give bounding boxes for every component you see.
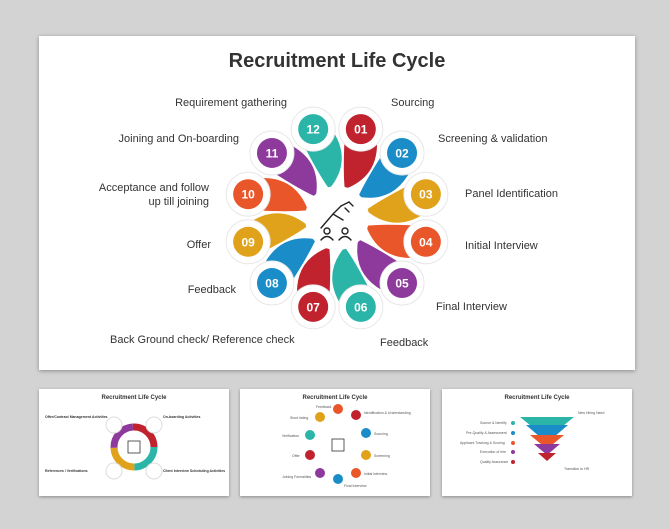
label-acceptance: Acceptance and follow up till joining [98, 182, 209, 208]
step-badge-11[interactable]: 11 [256, 137, 287, 168]
step-number: 07 [307, 300, 321, 314]
thumb-title: Recruitment Life Cycle [504, 395, 570, 401]
step-number: 06 [354, 300, 368, 314]
label-screening: Screening & validation [438, 133, 548, 145]
thumb3-item-6: Quality Assurance [480, 460, 509, 464]
step-number: 04 [419, 235, 433, 249]
step-circle [345, 291, 376, 322]
step-badge-08[interactable]: 08 [256, 268, 287, 299]
step-circle [256, 137, 287, 168]
step-number: 11 [266, 146, 279, 160]
step-badge-04[interactable]: 04 [410, 226, 441, 257]
life-cycle-wheel: 01 02 03 04 05 06 07 08 09 10 11 12 [225, 106, 449, 330]
label-initial-interview: Initial Interview [465, 240, 538, 252]
thumb2-item-8: Initial Interview [364, 472, 388, 476]
thumb3-item-3: Pre-Qualify & Assessment [466, 431, 507, 435]
step-circle [298, 291, 329, 322]
step-number: 09 [241, 235, 255, 249]
label-offer: Offer [186, 239, 211, 251]
slide-thumbnail-2[interactable]: Recruitment Life Cycle Feedback Identifi… [240, 389, 430, 496]
step-badge-09[interactable]: 09 [233, 226, 264, 257]
thumb2-item-4: Sourcing [374, 432, 388, 436]
label-final-interview: Final Interview [436, 301, 507, 313]
thumb-title: Recruitment Life Cycle [302, 395, 368, 401]
label-joining: Joining and On-boarding [118, 133, 239, 145]
step-badge-07[interactable]: 07 [298, 291, 329, 322]
step-badge-12[interactable]: 12 [298, 114, 329, 145]
step-circle [387, 137, 418, 168]
step-badge-05[interactable]: 05 [387, 268, 418, 299]
step-badge-10[interactable]: 10 [233, 179, 264, 210]
center-circle [305, 186, 369, 250]
thumb3-item-4: Applicant Tracking & Scoring [460, 441, 505, 445]
step-circle [345, 114, 376, 145]
thumb3-item-2: Source & Identify [480, 421, 507, 425]
label-panel-identification: Panel Identification [465, 188, 558, 200]
thumb2-item-1: Feedback [316, 405, 332, 409]
thumb3-item-5: Execution of hire [480, 450, 507, 454]
step-circle [233, 226, 264, 257]
step-number: 08 [265, 277, 279, 291]
step-circle [410, 179, 441, 210]
step-badge-02[interactable]: 02 [387, 137, 418, 168]
slide-thumbnail-3[interactable]: Recruitment Life Cycle New Hiring Need S… [442, 389, 632, 496]
thumb3-item-1: New Hiring Need [578, 411, 605, 415]
thumb-circle-graphic [305, 404, 371, 484]
label-requirement: Requirement gathering [175, 97, 287, 109]
label-feedback-06: Feedback [380, 337, 429, 349]
slide-title: Recruitment Life Cycle [228, 50, 446, 72]
thumb1-item-3: References / Verifications [45, 469, 88, 473]
thumb-title: Recruitment Life Cycle [101, 395, 167, 401]
thumb2-item-3: Short listing [290, 416, 309, 420]
step-badge-01[interactable]: 01 [345, 114, 376, 145]
thumb1-item-4: Client Interview Scheduling Activities [163, 469, 226, 473]
step-number: 05 [395, 277, 409, 291]
thumb2-item-9: Joining Formalities [282, 475, 312, 479]
step-badge-03[interactable]: 03 [410, 179, 441, 210]
step-number: 02 [395, 146, 409, 160]
thumb-cycle-graphic [105, 416, 163, 480]
recruiter-handshake-icon [320, 201, 354, 241]
thumb2-item-6: Screening [374, 454, 390, 458]
step-number: 10 [241, 188, 255, 202]
thumb2-item-10: Final Interview [344, 484, 367, 488]
thumb1-item-2: On-boarding Activities [163, 415, 201, 419]
thumb2-item-5: Verification [282, 434, 300, 438]
step-badge-06[interactable]: 06 [345, 291, 376, 322]
thumb-funnel-graphic [511, 417, 574, 464]
label-sourcing: Sourcing [391, 97, 435, 109]
thumb1-item-1: Offer/Contract Management Activities [45, 415, 108, 419]
step-circle [256, 268, 287, 299]
step-circle [387, 268, 418, 299]
step-circle [233, 179, 264, 210]
step-circle [410, 226, 441, 257]
label-feedback-08: Feedback [187, 284, 236, 296]
thumb2-item-2: Identification & Understanding [364, 411, 411, 415]
step-number: 12 [307, 123, 321, 137]
thumb3-item-7: Transition to HR [564, 467, 590, 471]
label-background-check: Back Ground check/ Reference check [110, 334, 295, 346]
step-number: 01 [354, 123, 368, 137]
thumb2-item-7: Offer [292, 454, 300, 458]
step-number: 03 [419, 188, 433, 202]
slide-thumbnail-1[interactable]: Recruitment Life Cycle Offer/Contract Ma… [39, 389, 229, 496]
step-circle [298, 114, 329, 145]
